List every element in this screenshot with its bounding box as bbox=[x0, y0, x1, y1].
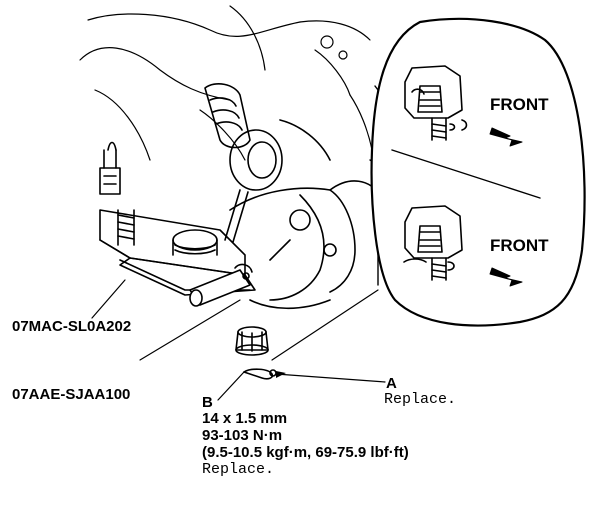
tool-label-07mac: 07MAC-SL0A202 bbox=[12, 318, 132, 335]
callout-b-torque: 93-103 N·m bbox=[202, 427, 283, 444]
callout-a-note: Replace. bbox=[384, 391, 457, 408]
front-arrows bbox=[489, 127, 523, 287]
leader-lines bbox=[91, 279, 386, 401]
inset-bottom-front-label: FRONT bbox=[490, 236, 549, 255]
callout-b-size: 14 x 1.5 mm bbox=[202, 410, 288, 427]
callout-a-letter: A bbox=[386, 375, 397, 392]
callout-b-note: Replace. bbox=[202, 461, 275, 478]
drive-shaft-boot bbox=[204, 83, 331, 191]
callout-b-torque-alt: (9.5-10.5 kgf·m, 69-75.9 lbf·ft) bbox=[202, 444, 409, 461]
castle-nut bbox=[235, 326, 269, 356]
inset-top-nut bbox=[404, 65, 468, 141]
inset-panel bbox=[370, 17, 586, 327]
knuckle bbox=[229, 180, 381, 310]
inset-top-front-label: FRONT bbox=[490, 95, 549, 114]
inset-bottom-nut bbox=[403, 205, 463, 281]
callout-b-letter: B bbox=[202, 394, 213, 411]
cotter-pin bbox=[243, 368, 277, 380]
tool-label-07aae: 07AAE-SJAA100 bbox=[12, 386, 131, 403]
callout-a-arrowhead bbox=[276, 371, 286, 378]
suspension-background bbox=[79, 5, 373, 161]
ball-joint-remover-tool bbox=[99, 141, 256, 307]
